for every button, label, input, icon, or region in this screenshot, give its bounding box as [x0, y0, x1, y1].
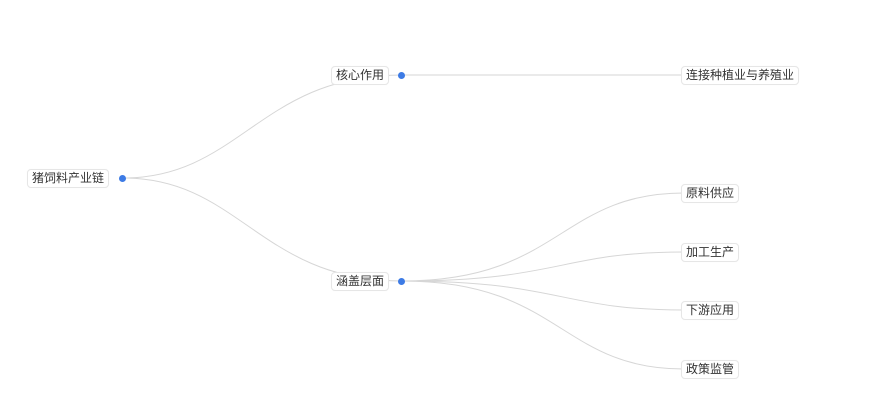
node-connect-planting-breeding[interactable]: 连接种植业与养殖业 — [681, 66, 800, 85]
edge-coverage-processing — [401, 251, 685, 282]
edge-coverage-raw-material — [401, 192, 685, 282]
node-downstream-application[interactable]: 下游应用 — [681, 301, 740, 320]
node-processing-production[interactable]: 加工生产 — [681, 243, 740, 262]
edge-coverage-policy — [401, 280, 685, 370]
edge-root-coverage — [122, 177, 403, 282]
collapse-dot-root[interactable] — [119, 175, 126, 182]
node-root[interactable]: 猪饲料产业链 — [27, 169, 110, 188]
collapse-dot-core-role[interactable] — [398, 72, 405, 79]
node-core-role[interactable]: 核心作用 — [331, 66, 390, 85]
node-policy-regulation[interactable]: 政策监管 — [681, 360, 740, 379]
collapse-dot-coverage[interactable] — [398, 278, 405, 285]
node-coverage[interactable]: 涵盖层面 — [331, 272, 390, 291]
edge-root-core-role — [122, 74, 403, 179]
edge-coverage-downstream — [401, 280, 685, 311]
node-raw-material-supply[interactable]: 原料供应 — [681, 184, 740, 203]
